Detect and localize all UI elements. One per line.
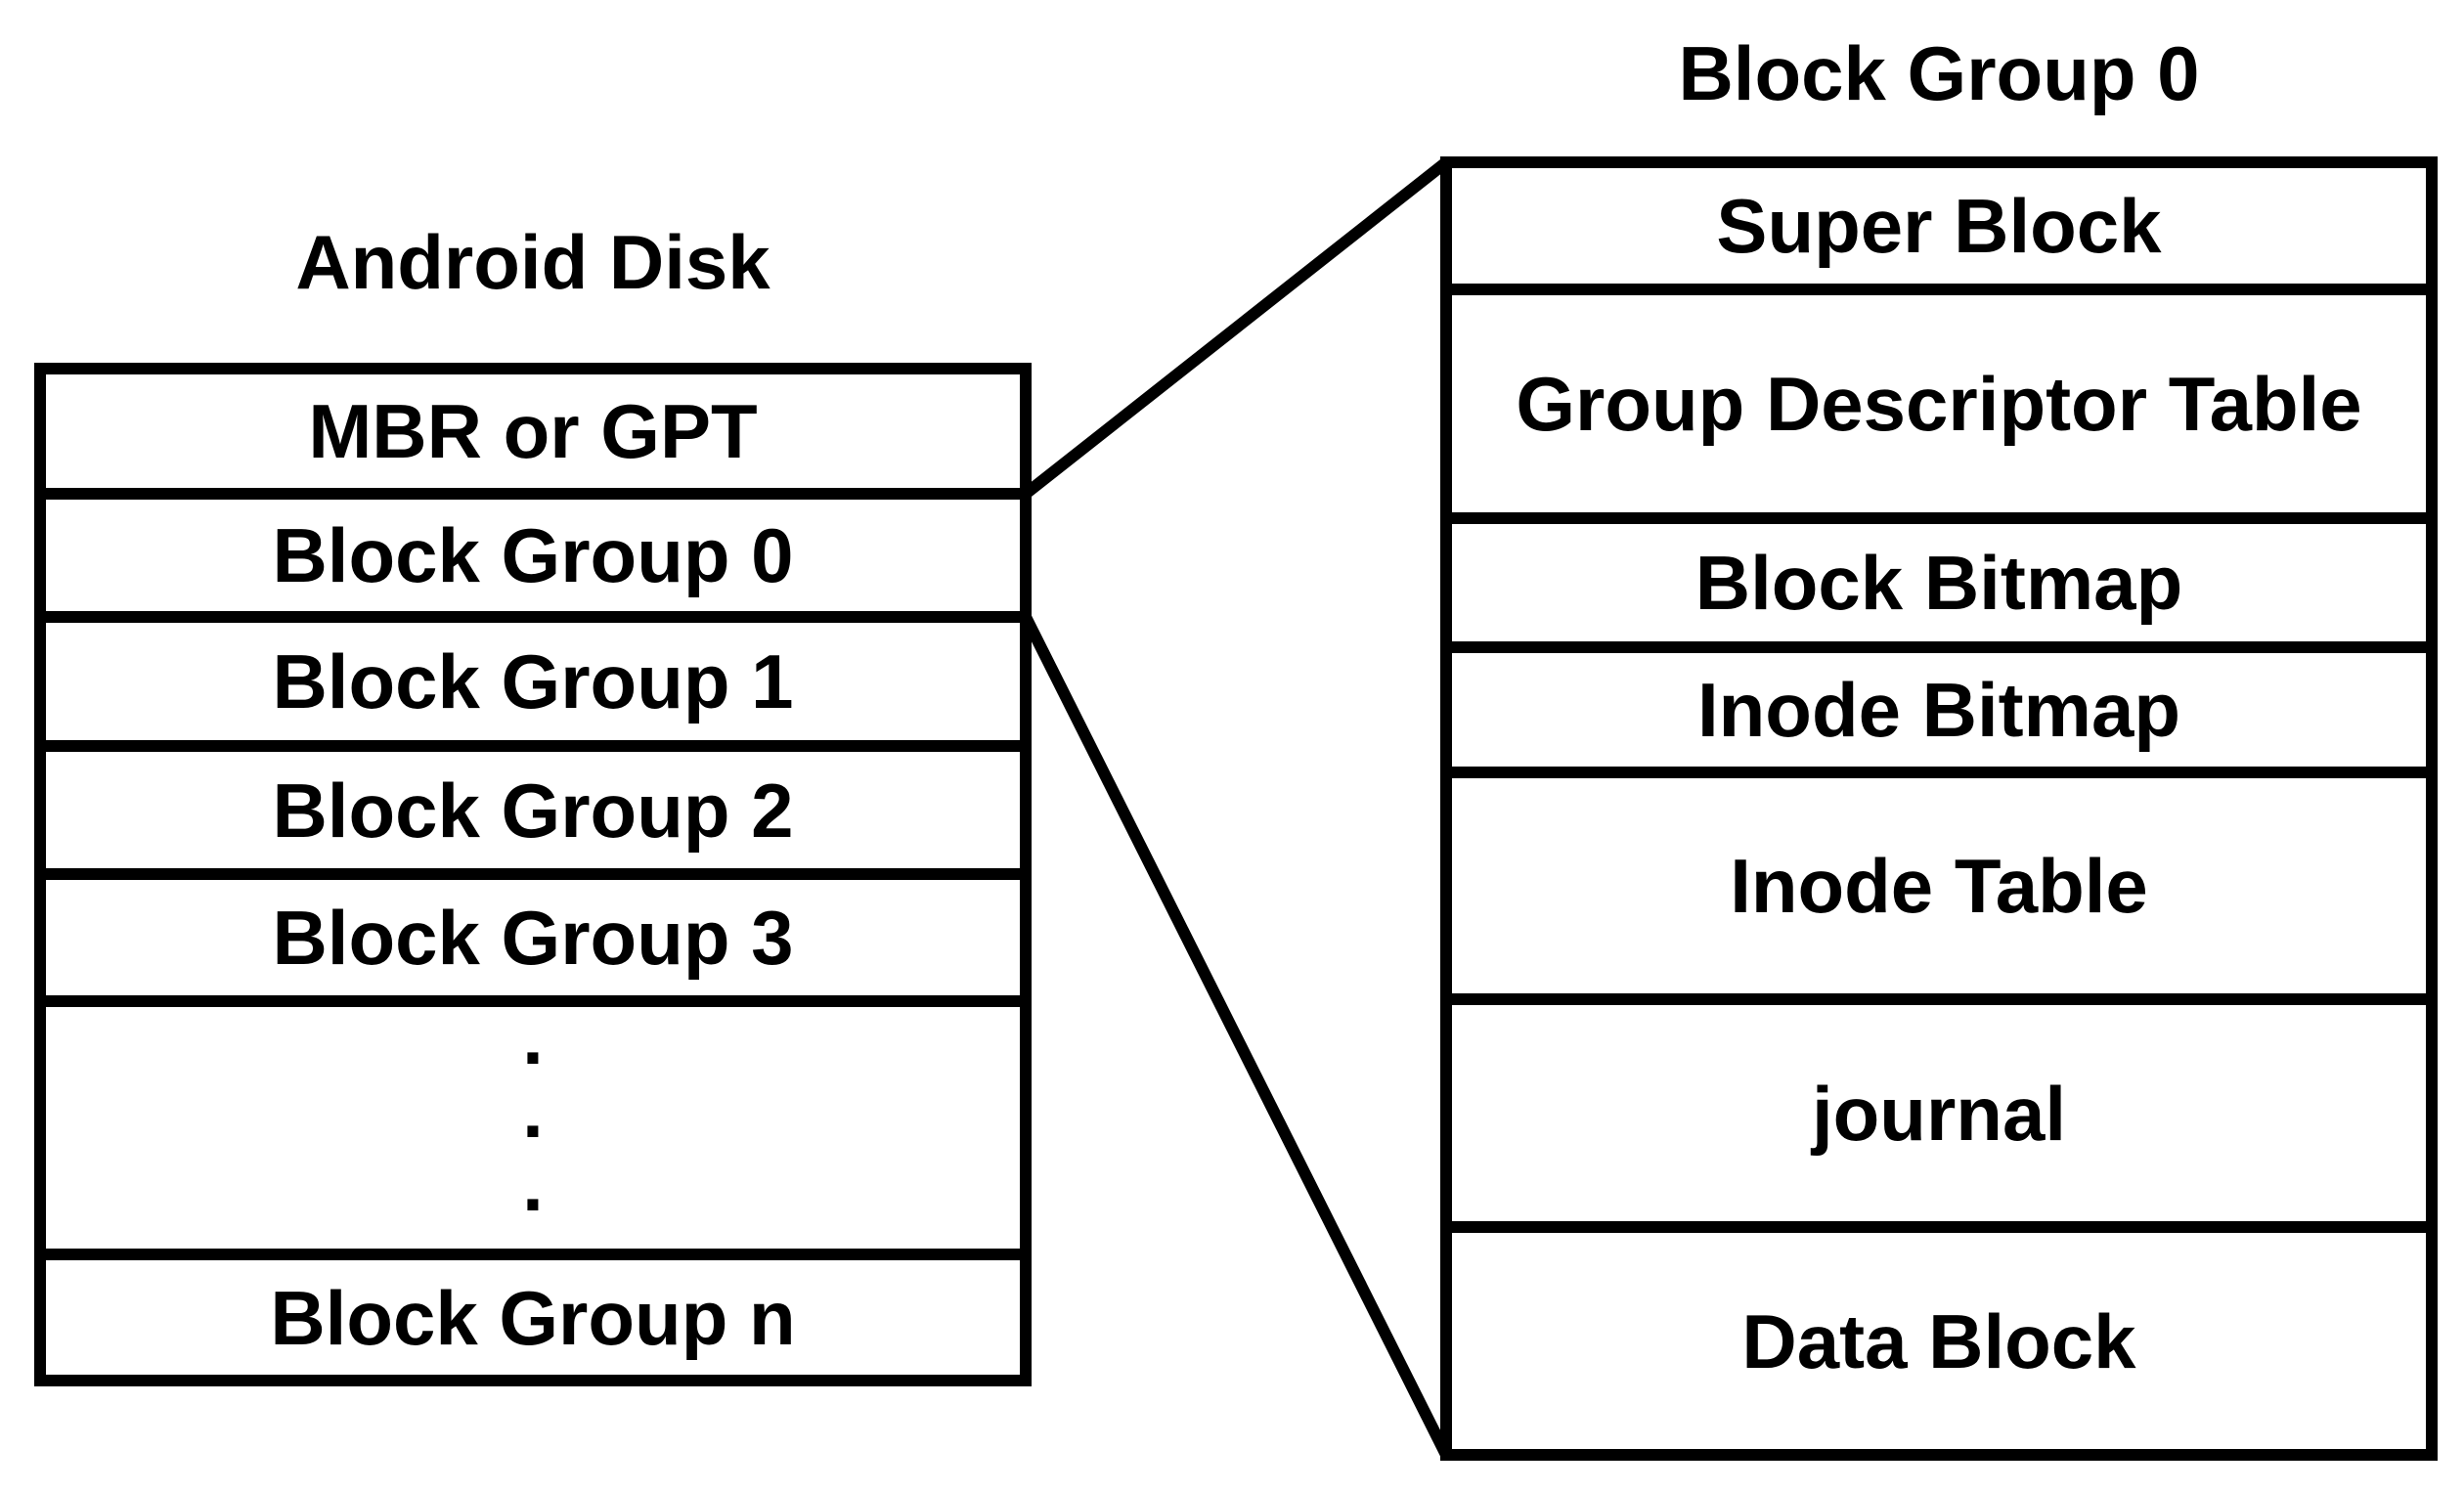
- disk-row-block-group-2: Block Group 2: [46, 752, 1020, 880]
- android-disk-title: Android Disk: [295, 219, 770, 305]
- disk-row-block-group-1: Block Group 1: [46, 623, 1020, 752]
- connector-bottom-line: [1020, 614, 1452, 1458]
- bg0-row-super-block: Super Block: [1452, 168, 2426, 295]
- ellipsis-dot: .: [522, 1141, 544, 1227]
- disk-row-block-group-3: Block Group 3: [46, 880, 1020, 1007]
- bg0-row-inode-bitmap: Inode Bitmap: [1452, 653, 2426, 778]
- bg0-row-group-descriptor-table: Group Descriptor Table: [1452, 295, 2426, 524]
- ellipsis: . . .: [522, 994, 544, 1227]
- disk-row-ellipsis: . . .: [46, 999, 1020, 1260]
- block-group-0-box: Super Block Group Descriptor Table Block…: [1440, 156, 2438, 1461]
- ellipsis-dot: .: [522, 1068, 544, 1154]
- ellipsis-dot: .: [522, 994, 544, 1080]
- android-disk-box: MBR or GPT Block Group 0 Block Group 1 B…: [34, 363, 1032, 1386]
- disk-row-mbr-or-gpt: MBR or GPT: [46, 374, 1020, 500]
- bg0-row-journal: journal: [1452, 1005, 2426, 1233]
- connector-top-line: [1022, 157, 1450, 499]
- bg0-row-inode-table: Inode Table: [1452, 778, 2426, 1005]
- block-group-0-title: Block Group 0: [1678, 30, 2200, 116]
- disk-row-block-group-0: Block Group 0: [46, 500, 1020, 623]
- disk-row-block-group-n: Block Group n: [270, 1274, 796, 1361]
- bg0-row-data-block: Data Block: [1741, 1297, 2136, 1384]
- bg0-row-block-bitmap: Block Bitmap: [1452, 524, 2426, 653]
